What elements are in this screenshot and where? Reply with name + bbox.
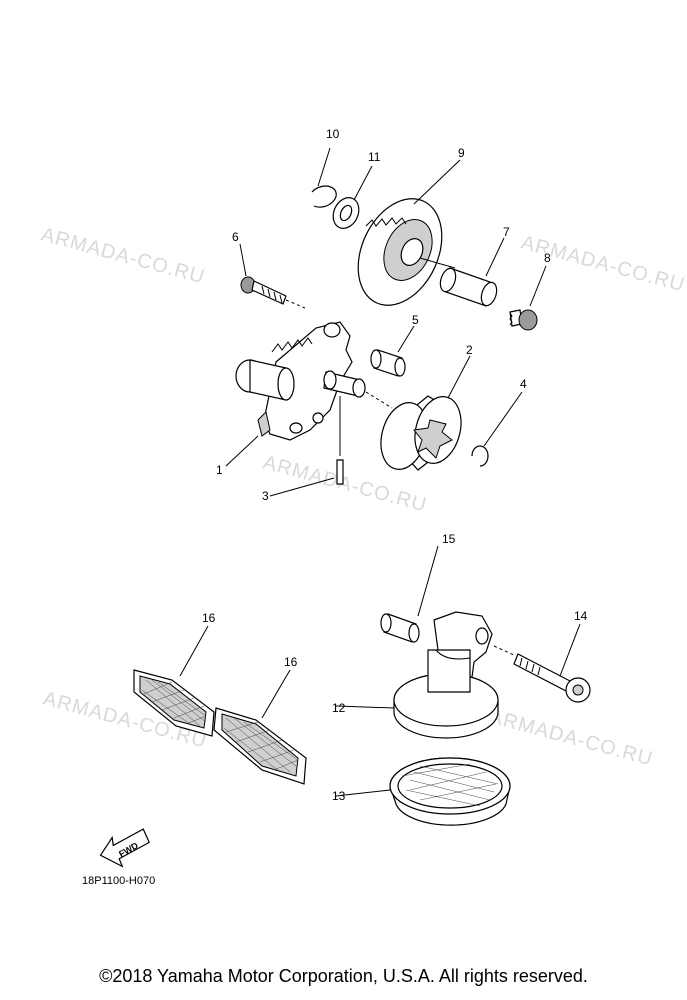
exploded-view: ARMADA-CO.RU ARMADA-CO.RU ARMADA-CO.RU A… <box>39 127 687 887</box>
callout-7: 7 <box>503 225 510 239</box>
screw-part-8: 8 <box>509 251 551 331</box>
callout-4: 4 <box>520 377 527 391</box>
callout-10: 10 <box>326 127 340 141</box>
callout-3: 3 <box>262 489 269 503</box>
screen-part-16-right: 16 <box>213 655 307 785</box>
diagram-code: 18P1100-H070 <box>82 875 155 887</box>
callout-2: 2 <box>466 343 473 357</box>
callout-1: 1 <box>216 463 223 477</box>
washer-part-11: 11 <box>332 150 381 229</box>
fwd-arrow-icon: FWD <box>99 828 150 868</box>
circlip-part-10: 10 <box>311 127 340 208</box>
rotor-part-2: 2 <box>380 343 473 471</box>
collar-part-15: 15 <box>380 532 456 643</box>
callout-16-left: 16 <box>202 611 216 625</box>
watermark: ARMADA-CO.RU <box>39 224 208 289</box>
watermark: ARMADA-CO.RU <box>487 706 656 771</box>
callout-14: 14 <box>574 609 588 623</box>
bolt-part-14: 14 <box>493 609 591 703</box>
callout-15: 15 <box>442 532 456 546</box>
pump-shaft <box>323 370 393 456</box>
callout-5: 5 <box>412 313 419 327</box>
strainer-screen-part-13: 13 <box>332 757 511 826</box>
pump-body-part-1: 1 <box>216 321 353 477</box>
bolt-part-6: 6 <box>232 230 306 309</box>
callout-8: 8 <box>544 251 551 265</box>
pin-part-3: 3 <box>262 459 344 503</box>
copyright-notice: ©2018 Yamaha Motor Corporation, U.S.A. A… <box>99 966 588 986</box>
callout-11: 11 <box>368 150 381 164</box>
callout-6: 6 <box>232 230 239 244</box>
driven-gear-part-9: 9 <box>357 146 465 306</box>
callout-16-right: 16 <box>284 655 298 669</box>
screen-part-16-left: 16 <box>133 611 216 737</box>
callout-13: 13 <box>332 789 346 803</box>
strainer-housing-part-12: 12 <box>332 611 499 739</box>
callout-12: 12 <box>332 701 346 715</box>
circlip-part-4: 4 <box>471 377 527 467</box>
shaft-part-7: 7 <box>439 225 510 307</box>
collar-part-5: 5 <box>370 313 419 377</box>
callout-9: 9 <box>458 146 465 160</box>
